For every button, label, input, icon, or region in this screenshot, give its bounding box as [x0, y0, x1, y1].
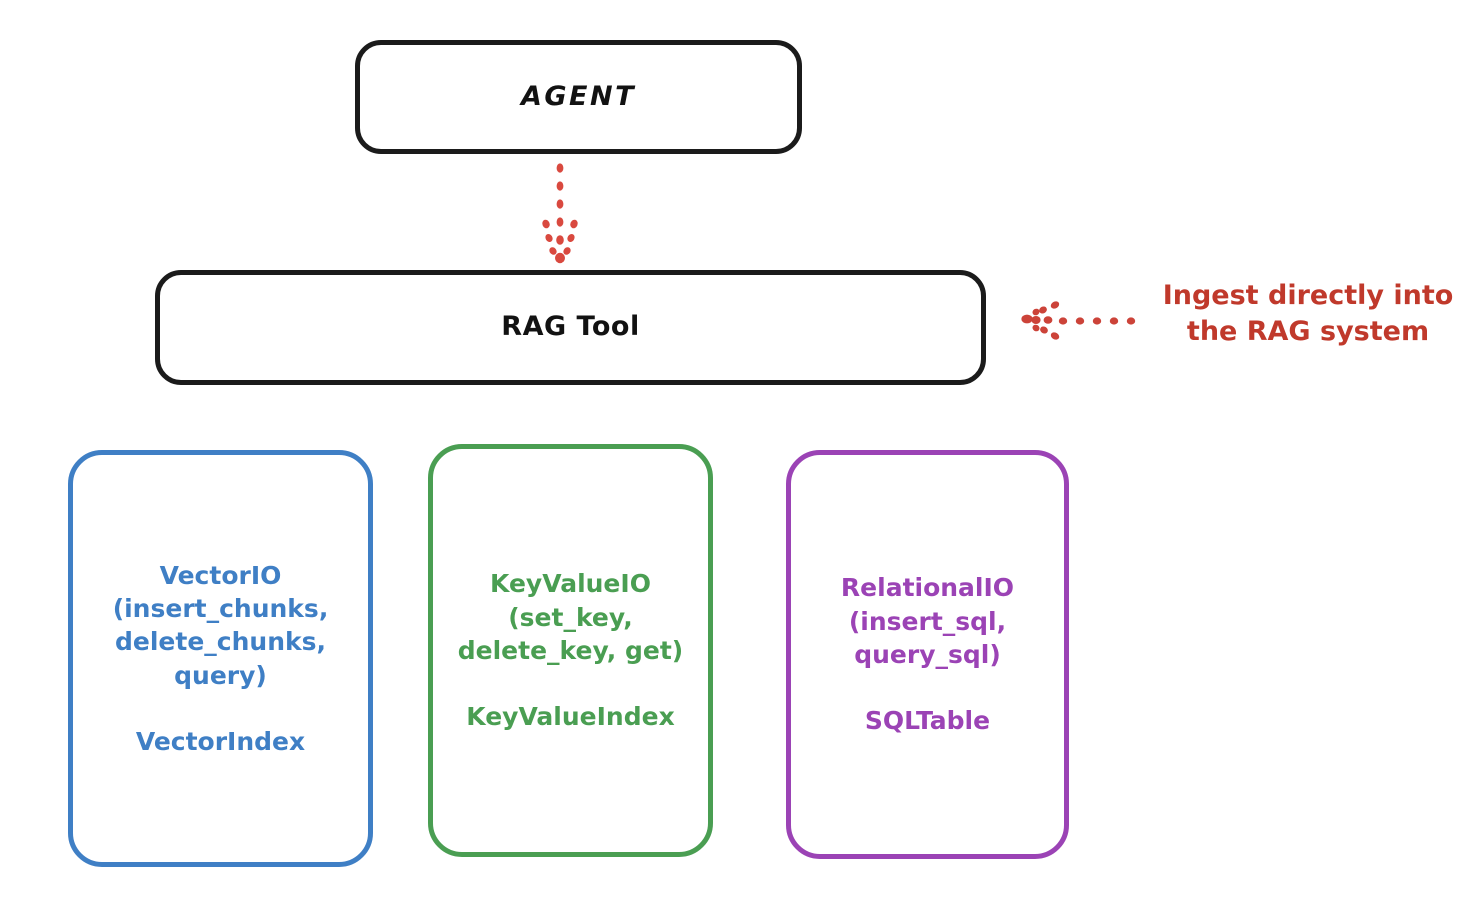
node-vector-io-label: VectorIO (insert_chunks, delete_chunks, …: [112, 560, 329, 756]
node-vector-io[interactable]: VectorIO (insert_chunks, delete_chunks, …: [68, 450, 373, 867]
node-relational-io-label: RelationalIO (insert_sql, query_sql) SQL…: [840, 573, 1015, 736]
connector-agent-to-rag-tool: [542, 163, 578, 264]
node-rag-tool-label: RAG Tool: [501, 311, 640, 343]
node-key-value-io-label: KeyValueIO (set_key, delete_key, get) Ke…: [457, 569, 684, 732]
node-key-value-io[interactable]: KeyValueIO (set_key, delete_key, get) Ke…: [428, 444, 713, 857]
node-relational-io[interactable]: RelationalIO (insert_sql, query_sql) SQL…: [786, 450, 1069, 859]
annotation-ingest-directly: Ingest directly into the RAG system: [1162, 280, 1454, 347]
node-agent-label: AGENT: [520, 80, 636, 112]
node-agent[interactable]: AGENT: [355, 40, 802, 154]
node-rag-tool[interactable]: RAG Tool: [155, 270, 986, 385]
connector-ingest-pointer: [1021, 301, 1136, 340]
